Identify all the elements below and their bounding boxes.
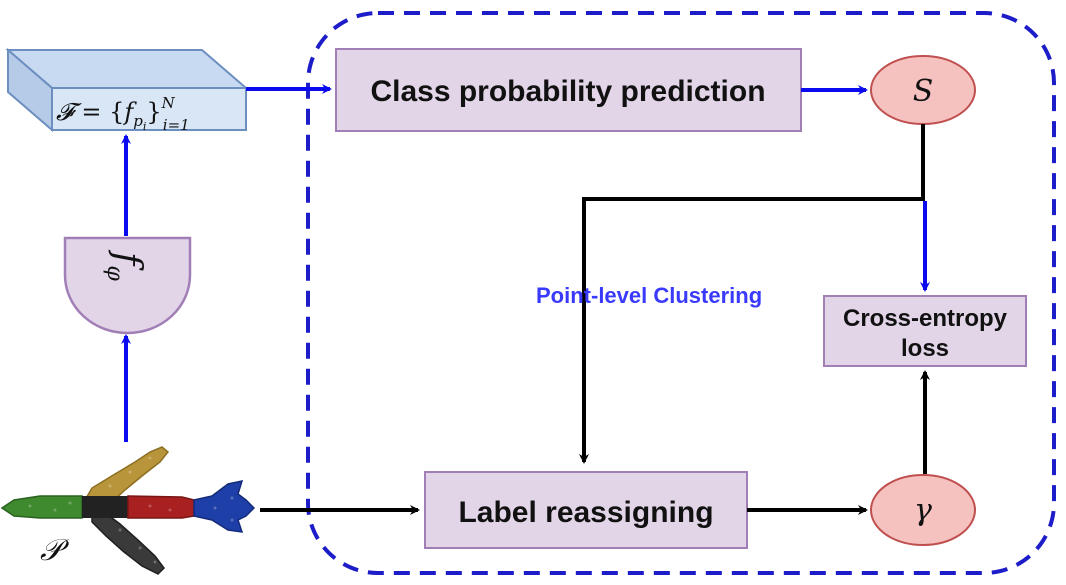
cross-entropy-box: Cross-entropy loss — [823, 295, 1027, 367]
cross-entropy-line1: Cross-entropy — [843, 305, 1008, 332]
class-probability-label: Class probability prediction — [370, 75, 765, 108]
encoder-block: fφ — [63, 236, 192, 335]
clustering-region-border — [306, 11, 1056, 575]
point-level-clustering-label: Point-level Clustering — [536, 283, 762, 308]
point-cloud-label: 𝒫 — [40, 533, 70, 568]
s-node-label: S — [913, 74, 934, 109]
s-node: S — [870, 55, 976, 125]
gamma-node: γ — [870, 474, 976, 546]
arrow-s-to-label-reassigning — [579, 124, 925, 464]
airplane-point-cloud-icon — [0, 446, 256, 575]
label-reassigning-label: Label reassigning — [458, 496, 713, 529]
cross-entropy-line2: loss — [901, 335, 949, 362]
class-probability-box: Class probability prediction — [335, 48, 802, 132]
gamma-node-label: γ — [914, 493, 932, 528]
label-reassigning-box: Label reassigning — [424, 471, 748, 549]
